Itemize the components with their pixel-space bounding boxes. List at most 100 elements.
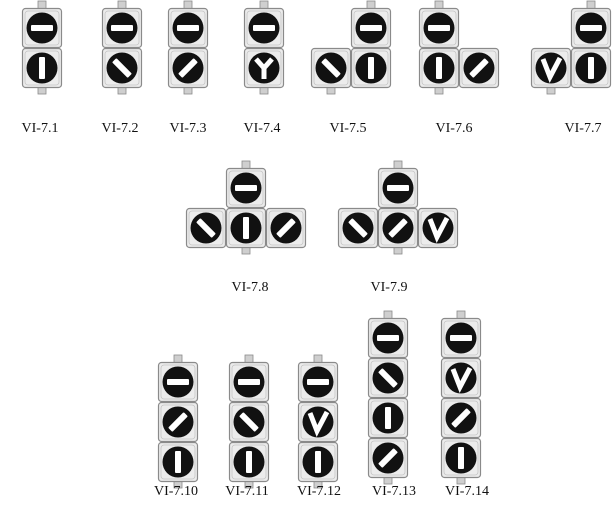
module-inner-frame [313,50,349,86]
module-inner-frame [300,444,336,480]
module-inner-frame [246,10,282,46]
signal-group [21,0,63,95]
module-inner-frame [443,440,479,476]
module-inner-frame [228,210,264,246]
module-inner-frame [170,10,206,46]
check-shape-icon [450,366,473,394]
signal-label: VI-7.14 [445,484,489,499]
diagonal-bar-icon [469,58,489,78]
check-shape-icon [427,216,450,244]
signal-group [440,310,482,485]
signal-label: VI-7.5 [329,121,367,136]
module-inner-frame [443,320,479,356]
vertical-bar-icon [39,57,45,79]
signal-label: VI-7.2 [101,121,139,136]
diagonal-bar-icon [112,58,132,78]
horizontal-bar-icon [167,379,189,385]
mount-bracket [241,160,251,170]
module-inner-frame [370,320,406,356]
signal-group [530,0,612,95]
vertical-bar-icon [436,57,442,79]
diagonal-bar-icon [239,412,259,432]
diagonal-bar-icon [378,368,398,388]
module-inner-frame [420,210,456,246]
diagonal-bar-icon [388,218,408,238]
check-shape-icon [307,410,330,438]
signal-label: VI-7.8 [231,280,269,295]
vertical-bar-icon [385,407,391,429]
horizontal-bar-icon [235,185,257,191]
module-inner-frame [533,50,569,86]
signal-label: VI-7.7 [564,121,602,136]
module-inner-frame [421,50,457,86]
module-inner-frame [380,170,416,206]
module-inner-frame [370,400,406,436]
signal-label: VI-7.6 [435,121,473,136]
signal-label: VI-7.4 [243,121,281,136]
module-inner-frame [24,50,60,86]
module-inner-frame [573,10,609,46]
mount-bracket [366,0,376,10]
mount-bracket [183,0,193,10]
signal-group [337,160,459,255]
horizontal-bar-icon [428,25,450,31]
horizontal-bar-icon [377,335,399,341]
horizontal-bar-icon [307,379,329,385]
mount-bracket [117,0,127,10]
diagonal-bar-icon [451,408,471,428]
signal-label: VI-7.9 [370,280,408,295]
module-inner-frame [370,440,406,476]
y-shape-icon [254,57,274,79]
signal-group [185,160,307,255]
mount-bracket [313,354,323,364]
module-inner-frame [246,50,282,86]
diagonal-bar-icon [348,218,368,238]
diagonal-bar-icon [276,218,296,238]
vertical-bar-icon [243,217,249,239]
signal-group [228,354,270,489]
diagonal-bar-icon [178,58,198,78]
module-inner-frame [573,50,609,86]
module-inner-frame [231,444,267,480]
mount-bracket [37,0,47,10]
signal-group [243,0,285,95]
module-inner-frame [370,360,406,396]
vertical-bar-icon [175,451,181,473]
module-inner-frame [170,50,206,86]
mount-bracket [173,354,183,364]
vertical-bar-icon [246,451,252,473]
module-inner-frame [300,364,336,400]
signal-group [101,0,143,95]
horizontal-bar-icon [580,25,602,31]
module-inner-frame [228,170,264,206]
module-inner-frame [268,210,304,246]
vertical-bar-icon [315,451,321,473]
horizontal-bar-icon [238,379,260,385]
module-inner-frame [461,50,497,86]
vertical-bar-icon [368,57,374,79]
horizontal-bar-icon [177,25,199,31]
module-inner-frame [104,50,140,86]
module-inner-frame [353,10,389,46]
horizontal-bar-icon [31,25,53,31]
check-shape-icon [540,56,563,84]
horizontal-bar-icon [111,25,133,31]
mount-bracket [244,354,254,364]
module-inner-frame [160,364,196,400]
signal-label: VI-7.10 [154,484,198,499]
signal-group [418,0,500,95]
mount-bracket [259,0,269,10]
horizontal-bar-icon [253,25,275,31]
module-inner-frame [104,10,140,46]
signal-group [167,0,209,95]
module-inner-frame [160,444,196,480]
module-inner-frame [353,50,389,86]
module-inner-frame [24,10,60,46]
diagonal-bar-icon [168,412,188,432]
mount-bracket [383,310,393,320]
mount-bracket [393,160,403,170]
signal-label: VI-7.11 [225,484,269,499]
signal-group [157,354,199,489]
module-inner-frame [231,364,267,400]
